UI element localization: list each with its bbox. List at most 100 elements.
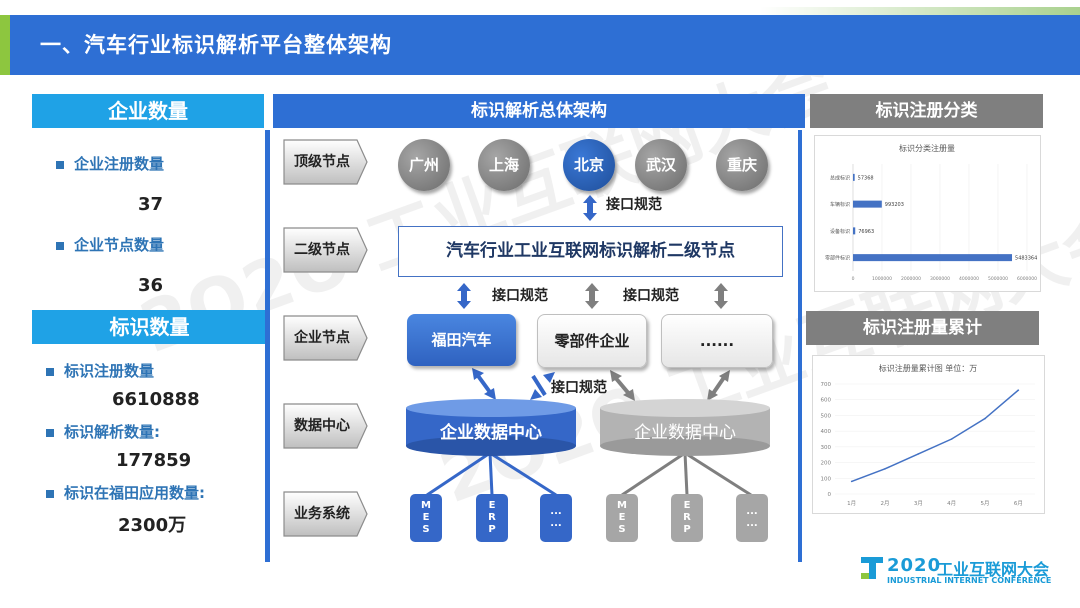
title-bar: [0, 7, 1080, 75]
bar: [853, 227, 856, 235]
system-more-2: ......: [736, 494, 768, 542]
enterprise-registered-value: 37: [138, 194, 164, 215]
identifier-futian-label: 标识在福田应用数量:: [46, 482, 205, 503]
page-title: 一、汽车行业标识解析平台整体架构: [40, 33, 392, 57]
connector-lines: [621, 451, 752, 497]
interface-label: 接口规范: [492, 288, 548, 304]
x-tick-label: 0: [852, 276, 855, 282]
enterprise-node-value: 36: [138, 275, 164, 296]
classification-chart-box: 标识分类注册量 0 1000000 2000000 3000000 4000000 5000…: [814, 135, 1041, 292]
identifier-registered-value: 6610888: [112, 389, 200, 410]
data-label: 76963: [858, 229, 874, 235]
logo-cn: 工业互联网大会: [937, 560, 1050, 579]
y-tick-label: 100: [821, 476, 832, 482]
x-tick-label: 5月: [981, 500, 990, 507]
bullet-icon: [56, 160, 64, 169]
y-tick-label: 车辆标识: [830, 201, 850, 208]
x-tick-label: 2月: [881, 500, 890, 507]
data-label: 993203: [885, 202, 904, 208]
enterprise-futian: 福田汽车: [407, 314, 516, 366]
bullet-icon: [56, 241, 64, 250]
y-tick-label: 700: [821, 382, 832, 388]
data-point: [984, 417, 986, 420]
top-node-chongqing: 重庆: [716, 139, 768, 191]
conference-logo-icon: [861, 557, 883, 579]
y-tick-label: 600: [821, 398, 832, 404]
y-tick-label: 设备标识: [830, 228, 850, 235]
bullet-icon: [46, 367, 54, 376]
cumulative-heading: 标识注册量累计: [806, 311, 1039, 345]
datacenter-label-2: 企业数据中心: [634, 423, 736, 443]
x-tick-label: 1月: [847, 500, 856, 507]
data-point: [1017, 389, 1020, 391]
diagonal-arrow-icon: [530, 372, 555, 400]
diagonal-arrow-icon: [472, 368, 496, 400]
layer-datacenter: 数据中心: [283, 403, 369, 449]
updown-arrow-icon: [583, 195, 597, 221]
y-tick-label: 500: [821, 413, 832, 419]
data-label: 5483364: [1015, 256, 1037, 262]
datacenter-shapes: [406, 399, 770, 456]
identifier-resolved-label: 标识解析数量:: [46, 421, 160, 442]
x-tick-label: 2000000: [901, 276, 921, 282]
x-tick-label: 5000000: [988, 276, 1008, 282]
title-stripe: [760, 7, 1080, 15]
data-point: [884, 468, 886, 470]
updown-arrow-icon: [457, 283, 471, 309]
logo-year: 2020: [887, 555, 942, 576]
top-node-shanghai: 上海: [478, 139, 530, 191]
diagonal-arrow-icon: [707, 370, 730, 401]
updown-arrow-icon: [714, 283, 728, 309]
data-point: [850, 480, 853, 483]
title-accent: [0, 15, 10, 75]
bar: [853, 173, 855, 181]
chevron-shape: [283, 403, 368, 449]
left-border: [265, 130, 270, 562]
second-node-box: 汽车行业工业互联网标识解析二级节点: [398, 226, 783, 277]
datacenter-cylinder-blue: [406, 399, 576, 456]
layer-second: 二级节点: [283, 227, 369, 273]
interface-label: 接口规范: [551, 380, 607, 396]
x-tick-label: 4000000: [959, 276, 979, 282]
chevron-shape: [283, 315, 368, 361]
x-tick-label: 6月: [1014, 500, 1023, 507]
identifier-registered-label: 标识注册数量: [46, 360, 154, 381]
layer-enterprise: 企业节点: [283, 315, 369, 361]
connector-lines: [426, 451, 557, 497]
diagonal-arrow-icon: [610, 370, 635, 401]
enterprise-more: ......: [661, 314, 773, 368]
right-border: [798, 130, 802, 562]
datacenter-cylinder-gray: [600, 399, 770, 456]
enterprise-parts: 零部件企业: [537, 314, 647, 368]
x-tick-label: 1000000: [872, 276, 892, 282]
x-tick-label: 3000000: [930, 276, 950, 282]
chevron-shape: [283, 227, 368, 273]
layer-top: 顶级节点: [283, 139, 369, 185]
bullet-icon: [46, 489, 54, 498]
chart-title: 标识分类注册量: [899, 143, 955, 153]
series-line: [851, 389, 1019, 483]
x-tick-label: 4月: [947, 500, 956, 507]
y-tick-label: 200: [821, 461, 832, 467]
enterprise-registered-label: 企业注册数量: [56, 153, 164, 174]
data-label: 57368: [858, 175, 874, 181]
data-point: [917, 453, 920, 455]
identifier-resolved-value: 177859: [116, 450, 192, 471]
data-point: [950, 438, 953, 440]
top-node-guangzhou: 广州: [398, 139, 450, 191]
top-node-wuhan: 武汉: [635, 139, 687, 191]
logo-en: INDUSTRIAL INTERNET CONFERENCE: [887, 576, 1052, 585]
interface-label: 接口规范: [623, 288, 679, 304]
datacenter-label-1: 企业数据中心: [440, 423, 542, 443]
bullet-icon: [46, 428, 54, 437]
top-node-beijing: 北京: [563, 139, 615, 191]
enterprise-node-label: 企业节点数量: [56, 234, 164, 255]
bar: [853, 200, 882, 208]
x-tick-label: 3月: [914, 500, 923, 507]
